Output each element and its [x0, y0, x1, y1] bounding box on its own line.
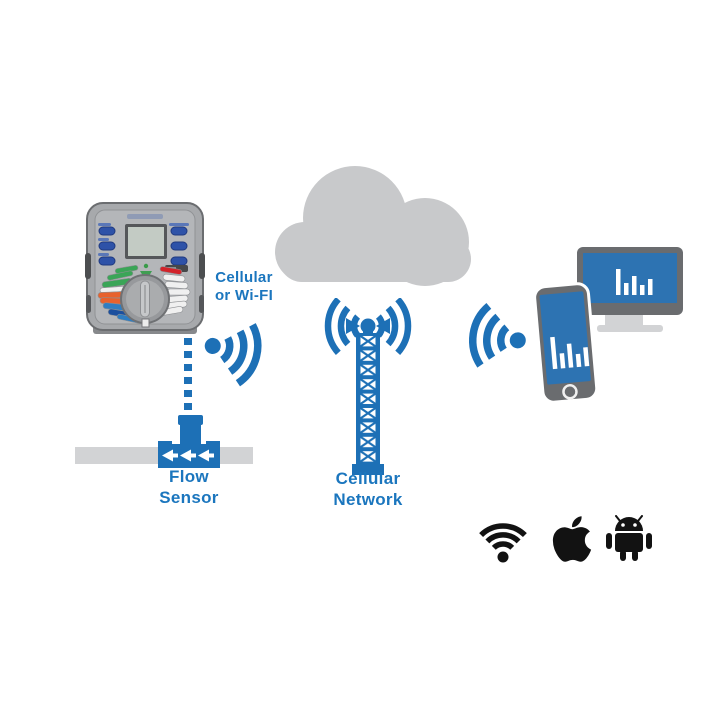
wifi-icon: [479, 523, 527, 563]
wifi-link-label-line1: Cellular: [215, 269, 273, 286]
lcd-screen: [125, 224, 167, 259]
home-button: [562, 384, 578, 400]
wifi-signal-icon: [204, 323, 262, 387]
tower-mast: [357, 334, 379, 464]
apple-icon: [552, 516, 592, 562]
cellular-network-label: Cellular Network: [306, 469, 430, 510]
tower-base: [352, 464, 384, 475]
rotary-dial: [120, 274, 170, 328]
phone-bar-chart-icon: [550, 336, 590, 370]
desktop-monitor-icon: [577, 247, 683, 332]
flow-sensor-label-line1: Flow: [169, 467, 209, 486]
cellular-network-label-line1: Cellular: [335, 469, 401, 488]
hinge-notch: [85, 253, 91, 279]
brand-mark: [127, 214, 163, 219]
wifi-link-label: Cellular or Wi-FI: [196, 269, 292, 306]
smartphone-icon: [533, 282, 599, 404]
sensor-wire-dashed-line: [184, 338, 192, 410]
cellular-network-label-line2: Network: [333, 489, 403, 509]
controller-buttons-left: [98, 223, 116, 266]
flow-sensor-label: Flow Sensor: [136, 467, 242, 508]
computer-and-phone: [533, 247, 683, 404]
android-icon: [606, 515, 652, 561]
cloud-icon: [275, 166, 471, 286]
flow-sensor-label-line2: Sensor: [159, 487, 219, 507]
monitor-bar-chart-icon: [616, 269, 653, 295]
wifi-signal-icon: [469, 302, 526, 368]
flow-sensor-icon: [75, 415, 253, 468]
cellular-tower-icon: [324, 298, 412, 475]
hinge-notch: [199, 253, 205, 279]
wifi-link-label-line2: or Wi-FI: [214, 287, 274, 305]
flow-direction-arrows: [162, 449, 214, 462]
irrigation-controller: [85, 202, 205, 334]
tower-antenna: [346, 318, 390, 335]
